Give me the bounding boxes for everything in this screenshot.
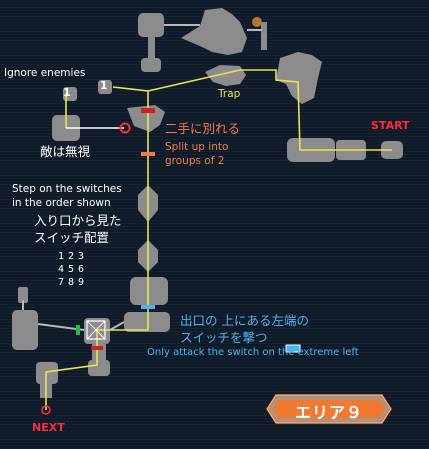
blue-switch-icon bbox=[285, 344, 301, 353]
room-corridor bbox=[148, 36, 155, 62]
switch-order-grid: 123 456 789 bbox=[58, 250, 88, 289]
room bbox=[127, 105, 165, 132]
switch-grid-row: 456 bbox=[58, 264, 89, 275]
split-label-en-2: groups of 2 bbox=[165, 155, 225, 167]
grid-room-icon bbox=[86, 320, 106, 340]
switch-one-marker: 1 bbox=[63, 86, 71, 99]
door-marker bbox=[141, 152, 155, 156]
grid-room-cross-icon bbox=[86, 320, 106, 340]
area-badge-shape bbox=[266, 394, 392, 424]
room bbox=[12, 310, 38, 350]
ignore-enemies-en: Ignore enemies bbox=[4, 67, 86, 79]
room bbox=[141, 58, 161, 72]
switch-grid-row: 123 bbox=[58, 251, 89, 262]
exit-label-jp-2: スイッチを撃つ bbox=[180, 330, 268, 345]
switch-one-marker: 1 bbox=[100, 79, 108, 92]
door-marker bbox=[91, 346, 103, 350]
trap-orb-icon bbox=[252, 17, 262, 27]
room bbox=[36, 362, 58, 384]
room bbox=[18, 287, 28, 303]
room bbox=[88, 360, 110, 376]
next-label: NEXT bbox=[32, 421, 65, 434]
switches-label-en-1: Step on the switches bbox=[12, 183, 122, 195]
map-rooms bbox=[12, 8, 403, 398]
room bbox=[124, 312, 170, 332]
exit-ring-icon bbox=[41, 405, 51, 415]
room bbox=[98, 80, 112, 94]
switch-grid-row: 789 bbox=[58, 277, 89, 288]
room-corridor bbox=[261, 22, 267, 50]
switches-label-en-2: in the order shown bbox=[12, 197, 111, 209]
door-marker bbox=[76, 325, 80, 335]
door-marker bbox=[141, 305, 155, 309]
room bbox=[138, 13, 164, 37]
split-label-en-1: Split up into bbox=[165, 141, 229, 153]
room bbox=[205, 65, 246, 86]
door-marker bbox=[141, 108, 155, 113]
corridor bbox=[109, 321, 125, 331]
area-badge: エリア９ bbox=[266, 394, 392, 424]
exit-label-en: Only attack the switch on the extreme le… bbox=[147, 347, 359, 358]
ignore-enemies-jp: 敵は無視 bbox=[40, 144, 91, 159]
split-label-jp: 二手に別れる bbox=[165, 121, 241, 136]
room bbox=[130, 277, 168, 305]
area-title: エリア９ bbox=[294, 403, 363, 422]
switch-ring-icon bbox=[119, 122, 131, 134]
room bbox=[276, 52, 322, 104]
trap-label: Trap bbox=[218, 88, 241, 100]
room bbox=[205, 28, 221, 46]
route-branch bbox=[112, 86, 149, 92]
route-main bbox=[147, 69, 392, 151]
exit-label-jp-1: 出口の 上にある左端の bbox=[180, 313, 309, 328]
switches-label-jp-2: スイッチ配置 bbox=[34, 230, 110, 245]
markers bbox=[41, 17, 301, 415]
start-label: START bbox=[371, 119, 410, 132]
switches-label-jp-1: 入り口から見た bbox=[34, 213, 122, 228]
